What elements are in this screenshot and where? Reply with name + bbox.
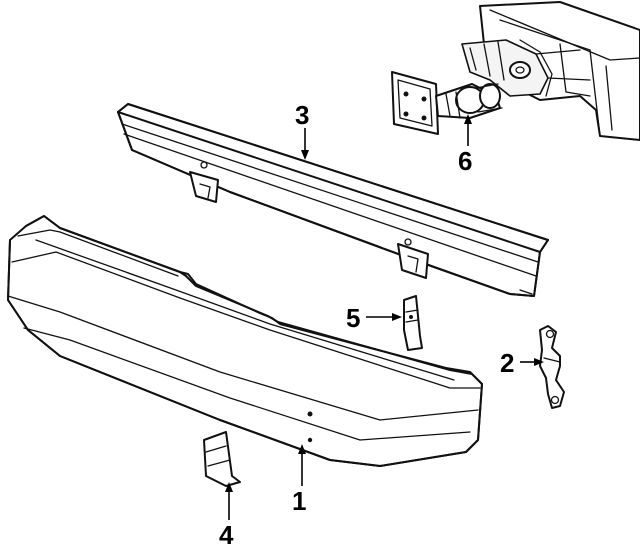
callout-1: 1 [292, 486, 306, 516]
callout-4: 4 [219, 520, 234, 548]
part-5-bracket [403, 295, 423, 351]
vehicle-body-section [461, 1, 640, 141]
part-2-side-bracket [539, 325, 565, 409]
callout-2: 2 [500, 348, 514, 378]
part-1-bumper-cover [7, 215, 483, 467]
part-4-bracket [203, 431, 241, 487]
part-3-impact-bar [117, 103, 549, 297]
callout-5: 5 [346, 303, 360, 333]
part-6-bracket [391, 71, 503, 135]
callout-3: 3 [295, 100, 309, 130]
callout-leaders [225, 114, 544, 520]
callout-6: 6 [458, 146, 472, 176]
